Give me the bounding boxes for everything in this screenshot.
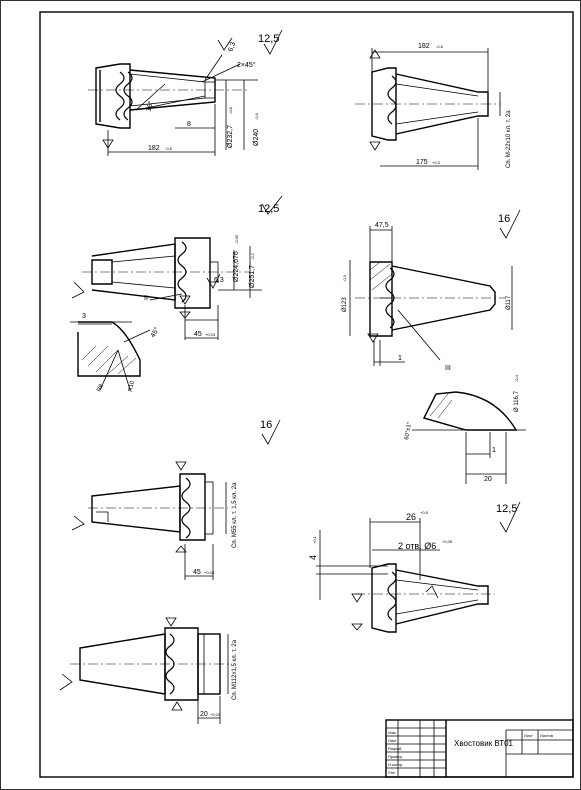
v5-thread: Сп. М55 кл. т. 1,5 кл. 2а — [232, 482, 238, 548]
title-row-6: Утв. — [388, 770, 396, 775]
view-6: 12,5 26 +0,5 2 отв. Ø6 +0,05 4 +0,1 — [308, 501, 521, 633]
view-5: 16 Сп. М55 кл. т. 1,5 кл. 2а 45 +0,03 — [71, 419, 281, 580]
v7-dim-20: 20 — [200, 711, 208, 718]
v3-dia1: Ø224,676 — [233, 251, 240, 282]
v4-dim-1: 1 — [398, 355, 402, 362]
v1-dia2-tol: -0,6 — [254, 112, 259, 120]
v3-dia2: Ø251,7 — [249, 265, 256, 288]
v3-dim-45: 45 — [194, 331, 202, 338]
v4-detail-20: 20 — [484, 476, 492, 483]
v4-detail-angle: 60°±1° — [404, 421, 413, 440]
v3-detail-r8: R8 — [96, 383, 105, 393]
v6-dim-26: 26 — [406, 512, 416, 522]
v4-dim-47: 47,5 — [375, 222, 389, 229]
v4-dia1-tol: -0,3 — [342, 274, 347, 282]
v4-detail-dia: Ø 116,7 — [514, 390, 520, 412]
v6-dim-4-tol: +0,1 — [312, 535, 317, 544]
v1-chamfer: 2×45° — [237, 61, 256, 69]
v3-detail-angle: 45° — [149, 326, 161, 339]
v4-leader: III — [445, 365, 451, 372]
view-1: 12,5 6,3 2×45° 16° 8 182 -0,6 Ø232,7 -0,… — [88, 29, 283, 156]
v3-leader: II — [144, 295, 148, 302]
v1-dia1-tol: -0,8 — [228, 106, 233, 114]
v2-dim-175-tol: +0,3 — [432, 160, 441, 165]
v2-thread: Сп. М-22x10 кл. т. 2а — [506, 110, 512, 168]
v3-detail-3: 3 — [82, 313, 86, 320]
v3-dia1-tol: -0,05 — [234, 234, 239, 244]
v6-dim-4: 4 — [308, 555, 318, 560]
title-row-5: Н.контр. — [388, 762, 403, 767]
sheet-label: Лист — [524, 733, 533, 738]
v6-dim-26-tol: +0,5 — [420, 510, 429, 515]
v3-dim-45-tol: +0,03 — [205, 332, 216, 337]
v2-dim-len-tol: -0,6 — [436, 44, 444, 49]
v4-dia1: Ø123 — [342, 297, 348, 312]
v6-holes-tol: +0,05 — [442, 539, 453, 544]
v2-dim-175: 175 — [416, 159, 428, 166]
v1-roughness: 12,5 — [258, 33, 279, 45]
sheets-label: Листов — [540, 733, 553, 738]
v1-dia1: Ø232,7 — [227, 125, 234, 148]
v4-dia2: Ø117 — [506, 295, 512, 310]
v1-rough-corner: 6,3 — [227, 41, 237, 53]
v1-dim-len-tol: -0,6 — [165, 146, 173, 151]
view-3: 12,5 6,3 Ø224,676 -0,05 Ø251,7 -0,2 II 4… — [70, 195, 283, 393]
v4-detail-1: 1 — [492, 447, 496, 454]
v3-dia2-tol: -0,2 — [250, 252, 255, 260]
v3-detail-r10: R10 — [128, 380, 136, 393]
title-row-4: Провер. — [388, 754, 403, 759]
v1-dia2: Ø240 — [253, 129, 260, 146]
v1-dim-len: 182 — [148, 145, 160, 152]
v5-roughness: 16 — [260, 419, 272, 431]
v7-thread: Сп. М112x1,5 кл. т. 2а — [232, 639, 238, 700]
view-4: 16 47,5 Ø123 -0,3 Ø117 1 III 60°±1° Ø 11… — [342, 209, 526, 484]
v6-roughness: 12,5 — [496, 503, 517, 515]
v2-dim-len: 182 — [418, 43, 430, 50]
title-block: Изм. Лист Разраб. Провер. Н.контр. Утв. … — [385, 719, 574, 778]
title-row-1: Изм. — [388, 730, 397, 735]
view-2: 182 -0,6 175 +0,3 Сп. М-22x10 кл. т. 2а — [355, 43, 512, 170]
v6-holes: 2 отв. Ø6 — [398, 541, 436, 551]
title-row-3: Разраб. — [388, 746, 402, 751]
v1-dim-8: 8 — [187, 121, 191, 128]
view-7: Сп. М112x1,5 кл. т. 2а 20 +0,03 — [59, 617, 238, 724]
v4-detail-dia-tol: -0,4 — [514, 374, 519, 382]
v3-roughness: 12,5 — [258, 203, 279, 215]
v3-rough-corner: 6,3 — [214, 277, 224, 284]
v7-dim-20-tol: +0,03 — [210, 712, 221, 717]
inner-frame — [39, 11, 574, 778]
title-row-2: Лист — [388, 738, 397, 743]
drawing-title: Хвостовик ВТ01 — [454, 739, 514, 748]
v4-roughness: 16 — [498, 213, 510, 225]
v5-dim-45-tol: +0,03 — [204, 570, 215, 575]
v5-dim-45: 45 — [193, 569, 201, 576]
v1-angle: 16° — [144, 100, 155, 113]
